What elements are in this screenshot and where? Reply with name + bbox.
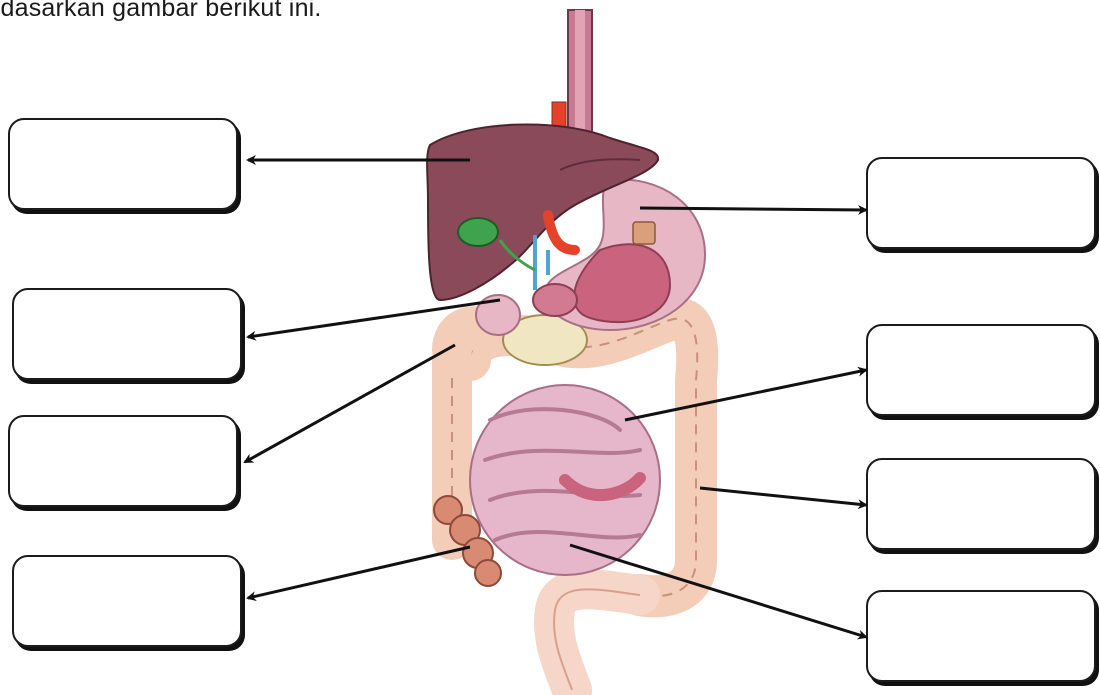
arrow-stomach [640,208,866,210]
rectum [554,589,640,690]
arrow-descending-colon [700,488,866,505]
arrow-ascending-colon [245,345,455,462]
small-intestine [470,385,660,575]
arrow-appendix [248,547,470,598]
arrow-small-intestine [625,370,866,420]
gallbladder [458,218,498,246]
